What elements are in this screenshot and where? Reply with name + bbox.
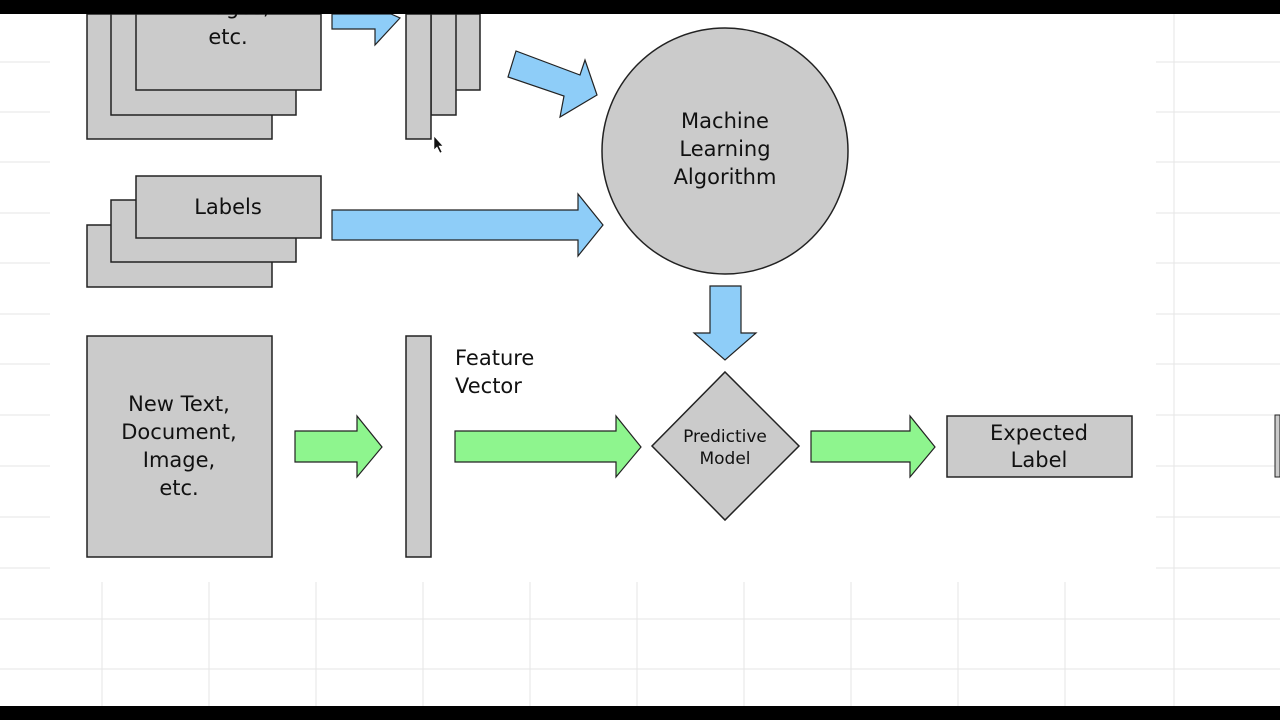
feature-vector-text-2: Vector [455, 374, 522, 398]
predictive-model-node: Predictive Model [650, 370, 801, 522]
arrow-vectors-to-algorithm [507, 50, 598, 119]
labels-stack: Labels [86, 175, 322, 288]
new-input-text-4: etc. [159, 476, 198, 500]
training-feature-vectors [405, 13, 481, 140]
ml-algorithm-text-3: Algorithm [674, 165, 777, 189]
training-documents-stack: Images, etc. [86, 0, 322, 140]
offscreen-shape-edge [1274, 414, 1280, 478]
expected-label-node: Expected Label [946, 415, 1133, 478]
new-input-document: New Text, Document, Image, etc. [86, 335, 273, 558]
ml-algorithm-node: Machine Learning Algorithm [601, 27, 849, 275]
ml-algorithm-text-2: Learning [679, 137, 770, 161]
labels-text: Labels [194, 195, 262, 219]
mouse-cursor-icon [433, 135, 444, 154]
letterbox-top [0, 0, 1280, 14]
predictive-model-text-2: Model [699, 449, 750, 469]
arrow-vector-to-model [454, 414, 642, 479]
arrow-model-to-label [810, 414, 936, 479]
letterbox-bottom [0, 706, 1280, 720]
arrow-algorithm-to-model [692, 285, 758, 361]
expected-label-text-2: Label [1011, 448, 1068, 472]
expected-label-text-1: Expected [990, 421, 1088, 445]
prediction-arrows [294, 414, 936, 479]
spreadsheet-grid [0, 14, 1280, 706]
arrow-labels-to-algorithm [331, 192, 604, 258]
arrow-docs-to-vectors [331, 13, 402, 47]
feature-vector-text-1: Feature [455, 346, 534, 370]
training-arrows [331, 13, 758, 361]
ml-algorithm-text-1: Machine [681, 109, 769, 133]
arrow-input-to-vector [294, 414, 383, 479]
predictive-model-text-1: Predictive [683, 427, 767, 447]
training-docs-text-2: etc. [208, 25, 247, 49]
feature-vector: Feature Vector [405, 335, 534, 558]
new-input-text-1: New Text, [128, 392, 230, 416]
new-input-text-2: Document, [121, 420, 236, 444]
new-input-text-3: Image, [143, 448, 215, 472]
